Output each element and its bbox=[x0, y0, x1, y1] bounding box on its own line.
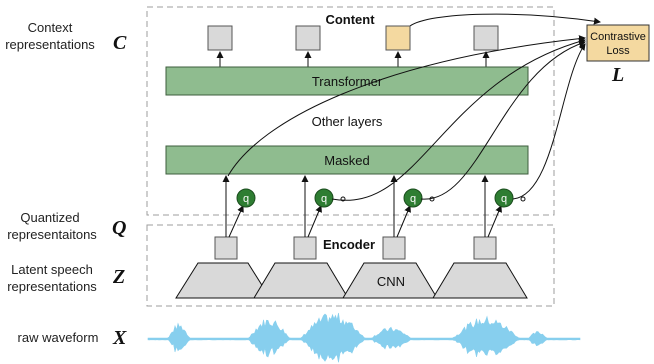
content-title: Content bbox=[325, 12, 375, 27]
contrastive-loss-box bbox=[586, 24, 650, 62]
quantizer-node-label: q bbox=[243, 193, 249, 205]
cnn-trapezoid bbox=[253, 262, 349, 299]
quantized-symbol: Q bbox=[112, 217, 126, 239]
raw-waveform-label: raw waveform X bbox=[18, 327, 127, 349]
latent-box bbox=[293, 236, 317, 260]
quantizer-node bbox=[403, 188, 423, 208]
raw-line: raw waveform bbox=[18, 330, 99, 345]
quantizer-node bbox=[314, 188, 334, 208]
quantizer-node-label: q bbox=[410, 193, 416, 205]
quantized-representations-label: Quantized representaitons Q bbox=[7, 210, 126, 242]
context-output-box bbox=[473, 25, 499, 51]
cnn-trapezoid bbox=[342, 262, 438, 299]
quantizer-node bbox=[236, 188, 256, 208]
loss-line2: Loss bbox=[606, 45, 630, 57]
contrastive-connections bbox=[227, 13, 601, 201]
cnn-trapezoid bbox=[175, 262, 271, 299]
masked-block bbox=[165, 145, 529, 175]
other-layers-label: Other layers bbox=[312, 114, 383, 129]
cnn-trapezoid bbox=[432, 262, 528, 299]
context-output-box bbox=[207, 25, 233, 51]
transformer-label: Transformer bbox=[312, 74, 383, 89]
cnn-layers bbox=[175, 262, 528, 299]
context-output-box bbox=[295, 25, 321, 51]
quantizer-node-label: q bbox=[501, 193, 507, 205]
context-representations-label: Context representations C bbox=[5, 20, 127, 54]
cnn-label: CNN bbox=[377, 274, 405, 289]
masked-label: Masked bbox=[324, 153, 370, 168]
context-output-box-highlighted bbox=[385, 25, 411, 51]
context-outputs bbox=[207, 25, 499, 51]
latent-box bbox=[214, 236, 238, 260]
encoder-title: Encoder bbox=[323, 237, 375, 252]
latent-line2: representations bbox=[7, 279, 97, 294]
raw-waveform bbox=[147, 312, 581, 363]
quantizer-node bbox=[494, 188, 514, 208]
context-symbol: C bbox=[113, 32, 127, 54]
latent-box bbox=[473, 236, 497, 260]
latent-symbol: Z bbox=[112, 266, 125, 288]
transformer-block bbox=[165, 66, 529, 96]
raw-symbol: X bbox=[112, 327, 127, 349]
loss-symbol: L bbox=[611, 64, 624, 86]
loss-line1: Contrastive bbox=[590, 31, 646, 43]
latent-speech-label: Latent speech representations Z bbox=[7, 262, 125, 294]
context-network-box bbox=[146, 6, 555, 216]
quantizer-node-label: q bbox=[321, 193, 327, 205]
context-line2: representations bbox=[5, 37, 95, 52]
latent-box bbox=[382, 236, 406, 260]
quantizer-nodes: q q q q bbox=[236, 188, 514, 208]
quantized-line2: representaitons bbox=[7, 227, 97, 242]
encoder-box bbox=[146, 224, 555, 307]
quantized-line1: Quantized bbox=[20, 210, 79, 225]
context-line1: Context bbox=[28, 20, 73, 35]
latent-line1: Latent speech bbox=[11, 262, 93, 277]
